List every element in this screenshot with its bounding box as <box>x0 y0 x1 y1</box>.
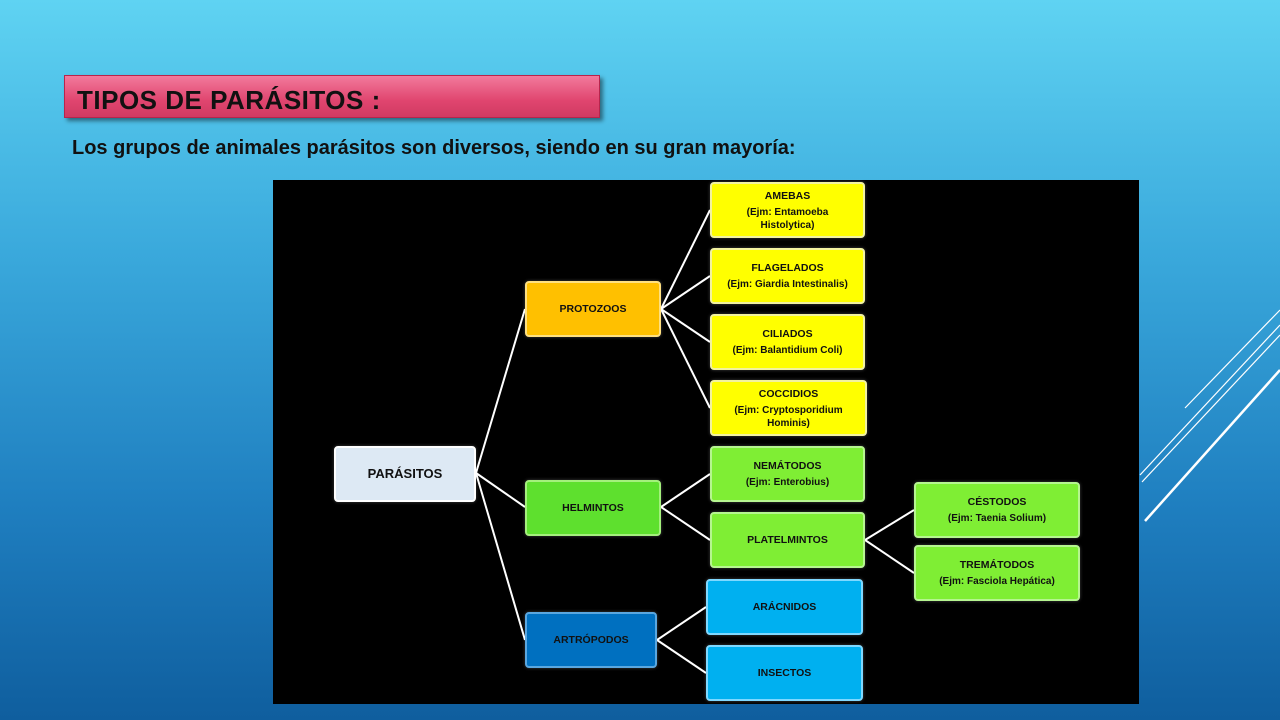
node-ciliados-label: CILIADOS <box>762 328 813 340</box>
node-amebas: AMEBAS (Ejm: Entamoeba Histolytica) <box>710 182 865 238</box>
node-insectos: INSECTOS <box>706 645 863 701</box>
node-amebas-example: (Ejm: Entamoeba Histolytica) <box>746 206 829 231</box>
node-coccidios-label: COCCIDIOS <box>758 387 819 400</box>
node-cestodos: CÉSTODOS (Ejm: Taenia Solium) <box>914 482 1080 538</box>
node-coccidios-example: (Ejm: Cryptosporidium Hominis) <box>734 404 843 429</box>
node-protozoos-label: PROTOZOOS <box>559 303 627 315</box>
node-protozoos: PROTOZOOS <box>525 281 661 337</box>
node-artropodos: ARTRÓPODOS <box>525 612 657 668</box>
slide-title-box: TIPOS DE PARÁSITOS : <box>64 75 600 118</box>
node-flagelados: FLAGELADOS (Ejm: Giardia Intestinalis) <box>710 248 865 304</box>
node-flagelados-example: (Ejm: Giardia Intestinalis) <box>727 279 848 290</box>
decorative-lines <box>1139 309 1280 522</box>
node-nematodos: NEMÁTODOS (Ejm: Enterobius) <box>710 446 865 502</box>
slide-subtitle: Los grupos de animales parásitos son div… <box>72 137 796 159</box>
node-cestodos-example: (Ejm: Taenia Solium) <box>947 513 1047 524</box>
slide-title: TIPOS DE PARÁSITOS : <box>77 85 381 115</box>
node-trematodos-example: (Ejm: Fasciola Hepática) <box>939 576 1055 587</box>
node-ciliados: CILIADOS (Ejm: Balantidium Coli) <box>710 314 865 370</box>
node-flagelados-label: FLAGELADOS <box>751 262 824 274</box>
node-platelmintos-label: PLATELMINTOS <box>747 534 828 546</box>
node-helmintos: HELMINTOS <box>525 480 661 536</box>
node-artropodos-label: ARTRÓPODOS <box>553 634 629 646</box>
node-coccidios: COCCIDIOS (Ejm: Cryptosporidium Hominis) <box>710 380 867 436</box>
node-platelmintos: PLATELMINTOS <box>710 512 865 568</box>
node-aracnidos-label: ARÁCNIDOS <box>752 601 817 613</box>
node-nematodos-example: (Ejm: Enterobius) <box>745 477 830 488</box>
node-trematodos: TREMÁTODOS (Ejm: Fasciola Hepática) <box>914 545 1080 601</box>
connector-lines <box>475 209 915 674</box>
node-amebas-label: AMEBAS <box>764 189 811 202</box>
node-helmintos-label: HELMINTOS <box>562 502 624 514</box>
node-insectos-label: INSECTOS <box>757 667 812 679</box>
node-aracnidos: ARÁCNIDOS <box>706 579 863 635</box>
node-cestodos-label: CÉSTODOS <box>967 496 1027 508</box>
parasite-tree-diagram: PARÁSITOS PROTOZOOS HELMINTOS ARTRÓPODOS… <box>273 180 1139 704</box>
node-trematodos-label: TREMÁTODOS <box>959 559 1035 571</box>
node-parasitos: PARÁSITOS <box>334 446 476 502</box>
node-nematodos-label: NEMÁTODOS <box>753 460 822 472</box>
node-ciliados-example: (Ejm: Balantidium Coli) <box>732 345 843 356</box>
node-parasitos-label: PARÁSITOS <box>367 466 443 481</box>
